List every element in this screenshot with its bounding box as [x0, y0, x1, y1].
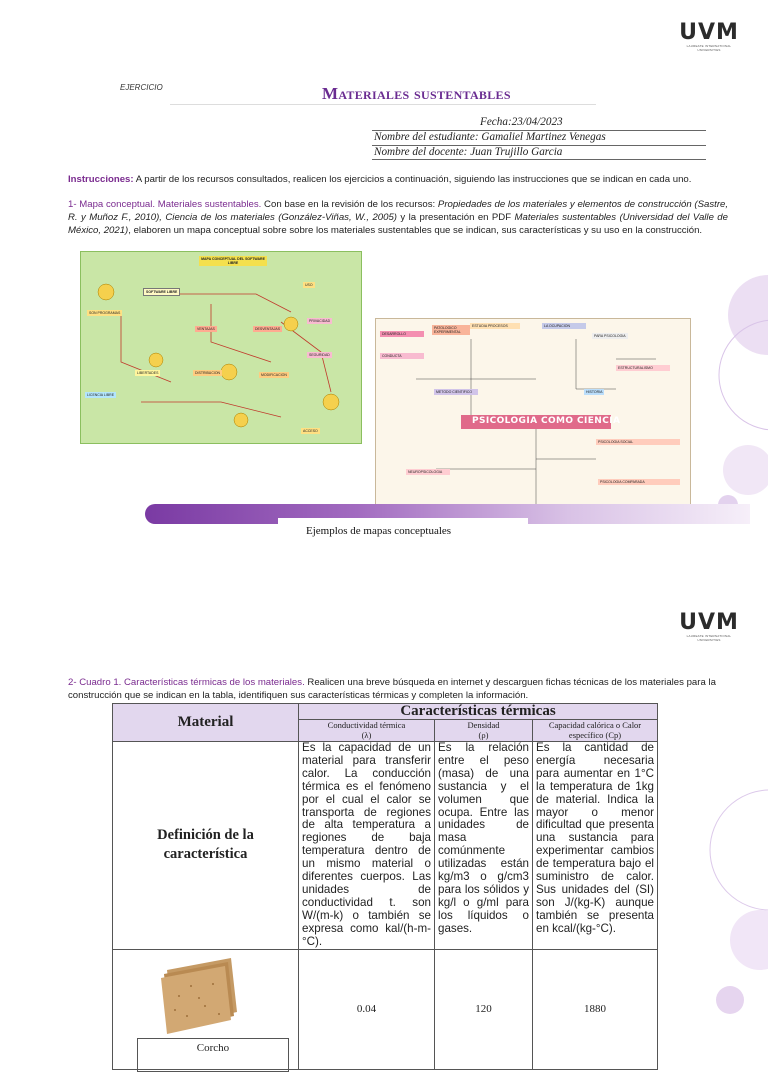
map1-node: SEGURIDAD — [307, 352, 332, 358]
map2-node: NEUROPSICOLOGIA — [406, 469, 450, 475]
section1-text-b: y la presentación en PDF — [397, 212, 515, 223]
map1-node: DESVENTAJAS — [253, 326, 283, 332]
header-density-symbol: (ρ) — [478, 730, 489, 740]
band-cover — [278, 518, 528, 528]
title-rule — [170, 104, 596, 105]
map2-node: DESARROLLO — [380, 331, 424, 337]
cork-sample-image — [161, 957, 237, 1034]
instructions: Instrucciones: A partir de los recursos … — [68, 173, 728, 186]
uvm-logo: UVM LAUREATE INTERNATIONAL UNIVERSITIES — [678, 20, 740, 53]
map2-title-text: PSICOLOGIA COMO CIENCIA — [472, 416, 621, 426]
definition-heat-capacity: Es la cantidad de energía necesaria para… — [531, 741, 659, 950]
map2-node: PARA PSICOLOGIA — [592, 333, 628, 339]
section2-paragraph: 2- Cuadro 1. Características térmicas de… — [68, 676, 728, 702]
concept-map-psicologia: PSICOLOGIA COMO CIENCIA PATOLOGICO EXPER… — [375, 318, 691, 516]
map1-node: LIBERTADES — [135, 370, 161, 376]
teacher-line: Nombre del docente: Juan Trujillo Garcia — [374, 146, 563, 158]
section1-italic-b: Materiales sustentables (Universidad del… — [68, 212, 728, 236]
decorative-circles — [718, 275, 768, 515]
map2-node: PATOLOGICO EXPERIMENTAL — [432, 325, 470, 335]
map2-node: PSICOLOGIA SOCIAL — [596, 439, 680, 445]
uvm-logo-subtext: LAUREATE INTERNATIONAL UNIVERSITIES — [686, 44, 732, 52]
uvm-logo-text: UVM — [679, 610, 739, 635]
header-material: Material — [112, 703, 299, 742]
section2-text: Realicen una breve búsqueda en internet … — [68, 677, 716, 701]
map1-node: PRIVACIDAD — [307, 318, 333, 324]
conductivity-value: 0.04 — [298, 948, 435, 1070]
definition-label: Definición de la característica — [112, 741, 299, 950]
map2-node: HISTORIA — [584, 389, 605, 395]
map2-node: LA OCUPACION — [542, 323, 586, 329]
map1-node: ACCESO — [301, 428, 320, 434]
map1-node: VENTAJAS — [195, 326, 217, 332]
definition-density: Es la relación entre el peso (masa) de u… — [434, 741, 533, 950]
map2-title-band — [461, 415, 611, 429]
map1-node: MODIFICACION — [259, 372, 289, 378]
concept-map-2-lines — [416, 339, 656, 515]
uvm-logo-page2: UVM LAUREATE INTERNATIONAL UNIVERSITIES — [678, 610, 740, 643]
student-rule — [372, 145, 706, 146]
section2-title: 2- Cuadro 1. Características térmicas de… — [68, 677, 305, 688]
header-heat-capacity: Capacidad calórica o Calor específico (C… — [531, 719, 659, 742]
header-thermal: Características térmicas — [297, 703, 659, 720]
section1-text-a: Con base en la revisión de los recursos: — [261, 199, 438, 210]
figure-caption: Ejemplos de mapas conceptuales — [306, 525, 452, 537]
decorative-circles-page2 — [709, 789, 768, 1014]
concept-map-1-lines — [97, 283, 340, 428]
instructions-label: Instrucciones: — [68, 174, 134, 185]
uvm-logo-text: UVM — [679, 20, 739, 45]
header-conductivity-name: Conductividad térmica — [327, 720, 406, 730]
table-row: Corcho 0.04 120 1880 — [112, 948, 659, 1072]
header-heat-capacity-name: Capacidad calórica o Calor específico (C… — [548, 720, 642, 740]
map1-node: USO — [303, 282, 315, 288]
section1-title: 1- Mapa conceptual. Materiales sustentab… — [68, 199, 262, 210]
header-conductivity-symbol: (λ) — [361, 730, 372, 740]
teacher-rule — [372, 159, 706, 160]
header-conductivity: Conductividad térmica (λ) — [298, 719, 435, 742]
map2-node: ESTRUCTURALISMO — [616, 365, 670, 371]
map1-node: DISTRIBUCION — [193, 370, 223, 376]
section1-paragraph: 1- Mapa conceptual. Materiales sustentab… — [68, 198, 728, 237]
concept-map-software-libre: MAPA CONCEPTUAL DEL SOFTWARE LIBRE SOFTW… — [80, 251, 362, 444]
map2-node: ESTUDIA PROCESOS — [470, 323, 520, 329]
material-name: Corcho — [196, 1041, 230, 1054]
map1-node: SOFTWARE LIBRE — [143, 288, 181, 296]
section1-text-c: , elaboren un mapa conceptual sobre sobr… — [128, 225, 703, 236]
header-density: Densidad (ρ) — [434, 719, 533, 742]
page-title: Materiales sustentables — [322, 84, 511, 103]
date-line: Fecha:23/04/2023 — [480, 116, 563, 128]
definition-conductivity: Es la capacidad de un material para tran… — [298, 741, 435, 950]
map2-node: CONDUCTA — [380, 353, 424, 359]
instructions-text: A partir de los recursos consultados, re… — [133, 174, 692, 185]
header-density-name: Densidad — [467, 720, 500, 730]
map1-node: SON PROGRAMAS — [87, 310, 123, 316]
thermal-table: Material Características térmicas Conduc… — [112, 703, 659, 1072]
material-name-box: Corcho — [137, 1037, 289, 1072]
map2-node: PSICOLOGIA COMPARADA — [598, 479, 680, 485]
student-line: Nombre del estudiante: Gamaliel Martinez… — [374, 131, 606, 143]
section1-italic-a: Propiedades de los materiales y elemento… — [68, 199, 729, 223]
exercise-label: EJERCICIO — [120, 83, 163, 92]
uvm-logo-subtext: LAUREATE INTERNATIONAL UNIVERSITIES — [686, 634, 732, 642]
date-rule — [372, 130, 706, 131]
map1-title: MAPA CONCEPTUAL DEL SOFTWARE LIBRE — [199, 256, 267, 266]
density-value: 120 — [434, 948, 533, 1070]
heat-capacity-value: 1880 — [531, 948, 659, 1070]
map2-node: METODO CIENTIFICO — [434, 389, 478, 395]
map1-node: LICENCIA LIBRE — [85, 392, 117, 398]
table-row-definition: Definición de la característica Es la ca… — [112, 741, 659, 950]
material-cell: Corcho — [112, 948, 299, 1072]
